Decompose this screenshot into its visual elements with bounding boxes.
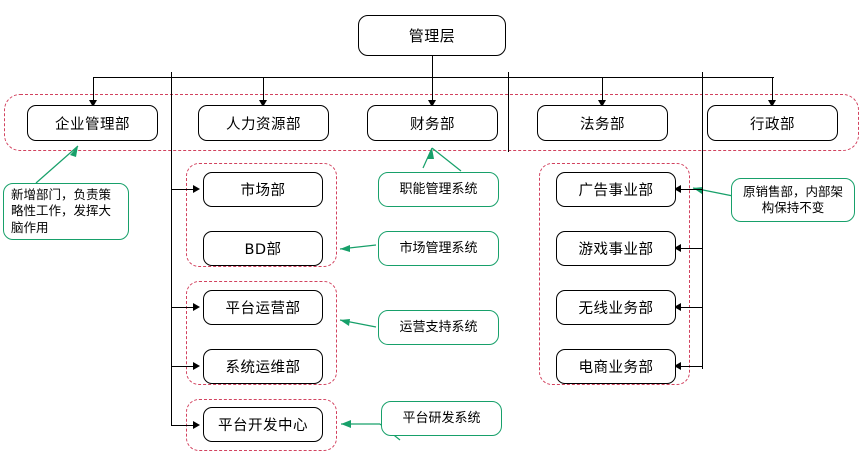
node-finance[interactable]: 财务部	[367, 105, 498, 141]
arrow-down-5	[768, 100, 776, 107]
arrow-right-devcenter	[193, 421, 200, 429]
node-game-business-unit[interactable]: 游戏事业部	[556, 231, 676, 266]
separator-line-right	[508, 72, 510, 152]
node-root-management[interactable]: 管理层	[358, 15, 506, 56]
branch-line-bu-4	[680, 366, 703, 368]
connector-bus-horizontal	[93, 77, 774, 79]
group-business-dashed	[539, 163, 690, 385]
arrow-down-4	[598, 100, 606, 107]
callout-platform-rd-system[interactable]: 平台研发系统	[381, 401, 502, 436]
node-platform-operations[interactable]: 平台运营部	[203, 290, 323, 325]
node-platform-development-center[interactable]: 平台开发中心	[203, 407, 323, 442]
node-legal[interactable]: 法务部	[537, 105, 668, 141]
arrow-left-bu-1	[674, 185, 681, 193]
node-ecommerce-business-unit[interactable]: 电商业务部	[556, 349, 676, 384]
arrow-down-3	[428, 100, 436, 107]
separator-line-left	[171, 72, 173, 426]
branch-line-market	[171, 189, 195, 191]
node-administration[interactable]: 行政部	[707, 105, 838, 141]
connector-root-stem	[432, 56, 434, 78]
branch-line-devcenter	[171, 425, 195, 427]
branch-line-bu-2	[680, 248, 703, 250]
arrow-right-market	[193, 185, 200, 193]
group-ops-dashed	[186, 281, 337, 385]
connector-drop-5	[772, 77, 774, 101]
connector-drop-3	[432, 77, 434, 101]
callout-marketing-management-system[interactable]: 市场管理系统	[378, 231, 499, 266]
arrow-down-1	[89, 100, 97, 107]
branch-line-platform-ops	[171, 307, 195, 309]
node-enterprise-management[interactable]: 企业管理部	[27, 105, 158, 141]
connector-drop-2	[263, 77, 265, 101]
branch-line-bu-3	[680, 307, 703, 309]
arrow-left-bu-2	[674, 244, 681, 252]
arrow-right-platform-ops	[193, 303, 200, 311]
node-bd-dept[interactable]: BD部	[203, 231, 323, 266]
arrow-right-sysops	[193, 362, 200, 370]
branch-line-bu-1	[680, 189, 703, 191]
arrow-down-2	[259, 100, 267, 107]
annotation-former-sales-department[interactable]: 原销售部，内部架构保持不变	[731, 178, 855, 222]
separator-line-far-right	[702, 72, 704, 369]
node-advertising-business-unit[interactable]: 广告事业部	[556, 172, 676, 207]
group-market-dashed	[186, 163, 337, 267]
node-human-resources[interactable]: 人力资源部	[198, 105, 329, 141]
arrow-left-bu-3	[674, 303, 681, 311]
node-marketing-dept[interactable]: 市场部	[203, 172, 323, 207]
callout-operations-support-system[interactable]: 运营支持系统	[378, 310, 499, 345]
annotation-new-department[interactable]: 新增部门，负责策略性工作，发挥大脑作用	[3, 183, 129, 240]
callout-functional-management-system[interactable]: 职能管理系统	[378, 172, 499, 207]
node-system-maintenance[interactable]: 系统运维部	[203, 349, 323, 384]
node-wireless-business-unit[interactable]: 无线业务部	[556, 290, 676, 325]
connector-drop-1	[93, 77, 95, 101]
connector-drop-4	[602, 77, 604, 101]
arrow-left-bu-4	[674, 362, 681, 370]
branch-line-sysops	[171, 366, 195, 368]
